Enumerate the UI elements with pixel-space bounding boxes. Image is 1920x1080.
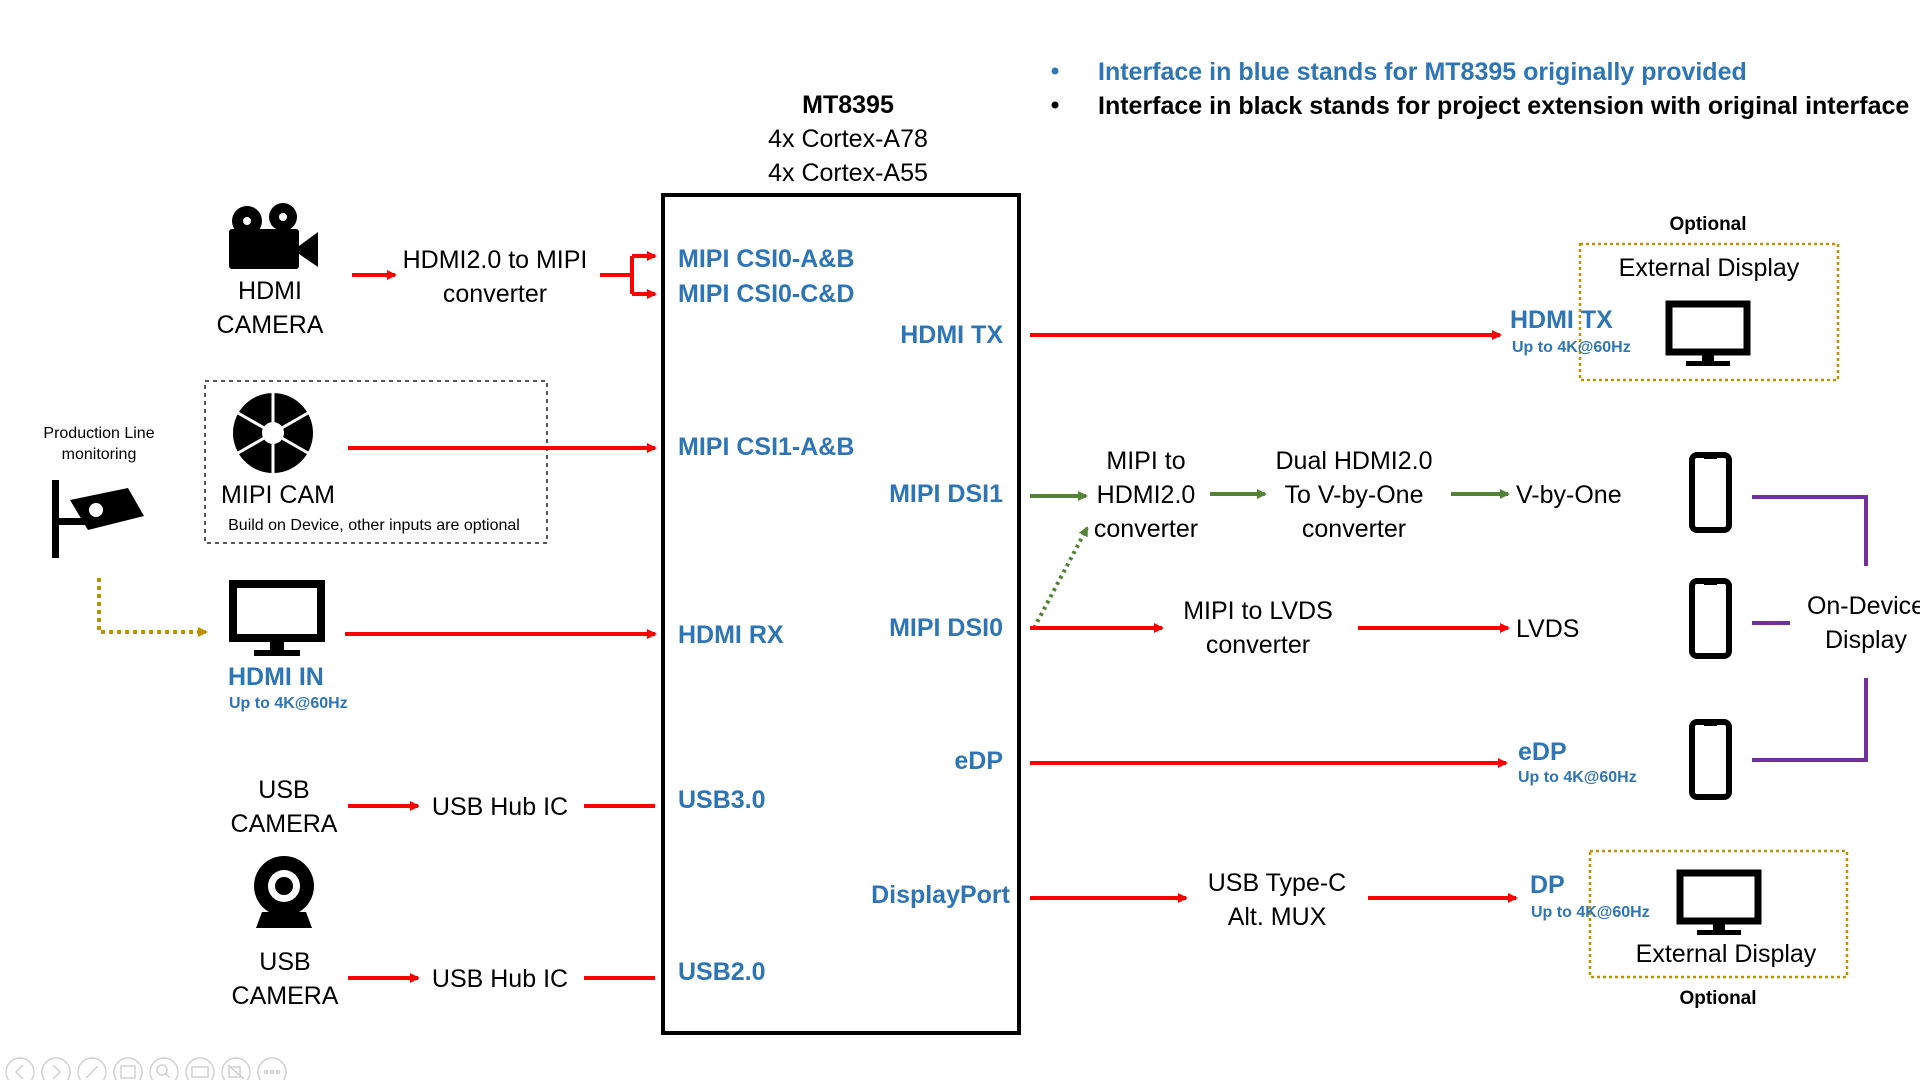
next-slide-icon[interactable] (41, 1057, 71, 1080)
on-device-display-line1: On-Device (1807, 592, 1920, 620)
port-dsi1: MIPI DSI1 (889, 480, 1003, 508)
on-device-bracket (1752, 495, 1868, 762)
monitor-icon-bottom (1676, 869, 1762, 935)
arrow-converter-to-csi0 (600, 251, 657, 299)
usb-camera-1-line2: CAMERA (231, 810, 338, 838)
security-camera-icon (52, 480, 144, 558)
legend: Interface in blue stands for MT8395 orig… (1051, 58, 1909, 120)
dotted-arrow-monitoring-to-hdmi-in (97, 578, 208, 637)
optional-top-label: Optional (1669, 214, 1746, 235)
dual-hdmi-line1: Dual HDMI2.0 (1276, 447, 1433, 475)
on-device-display-line2: Display (1825, 626, 1907, 654)
lvds-label: LVDS (1516, 615, 1579, 643)
mipi-cam-label: MIPI CAM (221, 481, 335, 509)
hdmi-to-mipi-converter-line1: HDMI2.0 to MIPI (403, 246, 588, 274)
hdmi-camera-label-line1: HDMI (238, 277, 302, 305)
edp-output-label: eDP (1518, 738, 1567, 766)
hdmi-in-resolution: Up to 4K@60Hz (229, 695, 348, 712)
optional-top-box (1578, 242, 1840, 382)
mipi-to-lvds-line1: MIPI to LVDS (1183, 597, 1333, 625)
phone-display-icon (1689, 719, 1732, 800)
mipi-cam-note: Build on Device, other inputs are option… (228, 517, 520, 534)
monitor-icon-top (1665, 300, 1751, 366)
phone-display-icon (1689, 578, 1732, 659)
slides-grid-icon[interactable] (113, 1057, 143, 1080)
port-usb2: USB2.0 (678, 958, 766, 986)
legend-blue-text: Interface in blue stands for MT8395 orig… (1098, 58, 1747, 86)
soc-name: MT8395 (802, 91, 894, 119)
camera-off-icon[interactable] (221, 1057, 251, 1080)
mipi-to-hdmi-line1: MIPI to (1106, 447, 1185, 475)
usb-camera-2-line2: CAMERA (232, 982, 339, 1010)
production-line-label-line1: Production Line (43, 425, 154, 442)
more-options-icon[interactable] (257, 1057, 287, 1080)
mipi-to-hdmi-line2: HDMI2.0 (1097, 481, 1196, 509)
port-edp: eDP (954, 747, 1003, 775)
phone-display-icon (1689, 452, 1732, 533)
hdmi-tx-resolution: Up to 4K@60Hz (1512, 339, 1631, 356)
soc-cores-a55: 4x Cortex-A55 (768, 159, 928, 187)
mipi-cam-dotted-box (204, 380, 548, 544)
edp-resolution: Up to 4K@60Hz (1518, 769, 1637, 786)
dp-resolution: Up to 4K@60Hz (1531, 904, 1650, 921)
slideshow-toolbar[interactable] (5, 1057, 287, 1080)
monitor-icon (229, 580, 325, 656)
soc-block: MT8395 4x Cortex-A78 4x Cortex-A55 MIPI … (661, 91, 1021, 1035)
subtitles-icon[interactable] (185, 1057, 215, 1080)
hdmi-tx-output-label: HDMI TX (1510, 306, 1613, 334)
port-csi0-cd: MIPI CSI0-C&D (678, 280, 854, 308)
port-csi1-ab: MIPI CSI1-A&B (678, 433, 854, 461)
port-displayport: DisplayPort (871, 881, 1011, 909)
dual-hdmi-line3: converter (1302, 515, 1406, 543)
port-csi0-ab: MIPI CSI0-A&B (678, 245, 854, 273)
external-display-top-label: External Display (1619, 254, 1800, 282)
legend-bullet-black (1051, 101, 1059, 109)
usb-hub-2-label: USB Hub IC (432, 965, 568, 993)
port-hdmi-tx: HDMI TX (900, 321, 1003, 349)
dp-output-label: DP (1530, 871, 1565, 899)
dotted-arrow-dsi0-to-mipi-hdmi (1032, 526, 1089, 629)
optional-bottom-box (1588, 849, 1849, 979)
port-usb3: USB3.0 (678, 786, 766, 814)
port-hdmi-rx: HDMI RX (678, 621, 784, 649)
hdmi-in-label: HDMI IN (228, 663, 324, 691)
dual-hdmi-line2: To V-by-One (1285, 481, 1424, 509)
port-dsi0: MIPI DSI0 (889, 614, 1003, 642)
movie-camera-icon (229, 203, 318, 269)
zoom-icon[interactable] (149, 1057, 179, 1080)
legend-black-text: Interface in black stands for project ex… (1098, 92, 1909, 120)
production-line-label-line2: monitoring (62, 446, 137, 463)
previous-slide-icon[interactable] (5, 1057, 35, 1080)
webcam-icon (254, 856, 314, 928)
usb-camera-1-line1: USB (258, 776, 309, 804)
vbyone-label: V-by-One (1516, 481, 1622, 509)
aperture-icon (233, 393, 313, 473)
mipi-to-lvds-line2: converter (1206, 631, 1310, 659)
soc-box (661, 193, 1021, 1035)
typec-mux-line2: Alt. MUX (1228, 903, 1327, 931)
hdmi-to-mipi-converter-line2: converter (443, 280, 547, 308)
hdmi-camera-label-line2: CAMERA (217, 311, 324, 339)
pen-icon[interactable] (77, 1057, 107, 1080)
usb-camera-2-line1: USB (259, 948, 310, 976)
mipi-to-hdmi-line3: converter (1094, 515, 1198, 543)
legend-bullet-blue (1051, 67, 1059, 75)
external-display-bottom-label: External Display (1636, 940, 1817, 968)
usb-hub-1-label: USB Hub IC (432, 793, 568, 821)
optional-bottom-label: Optional (1679, 988, 1756, 1009)
typec-mux-line1: USB Type-C (1208, 869, 1346, 897)
soc-cores-a78: 4x Cortex-A78 (768, 125, 928, 153)
